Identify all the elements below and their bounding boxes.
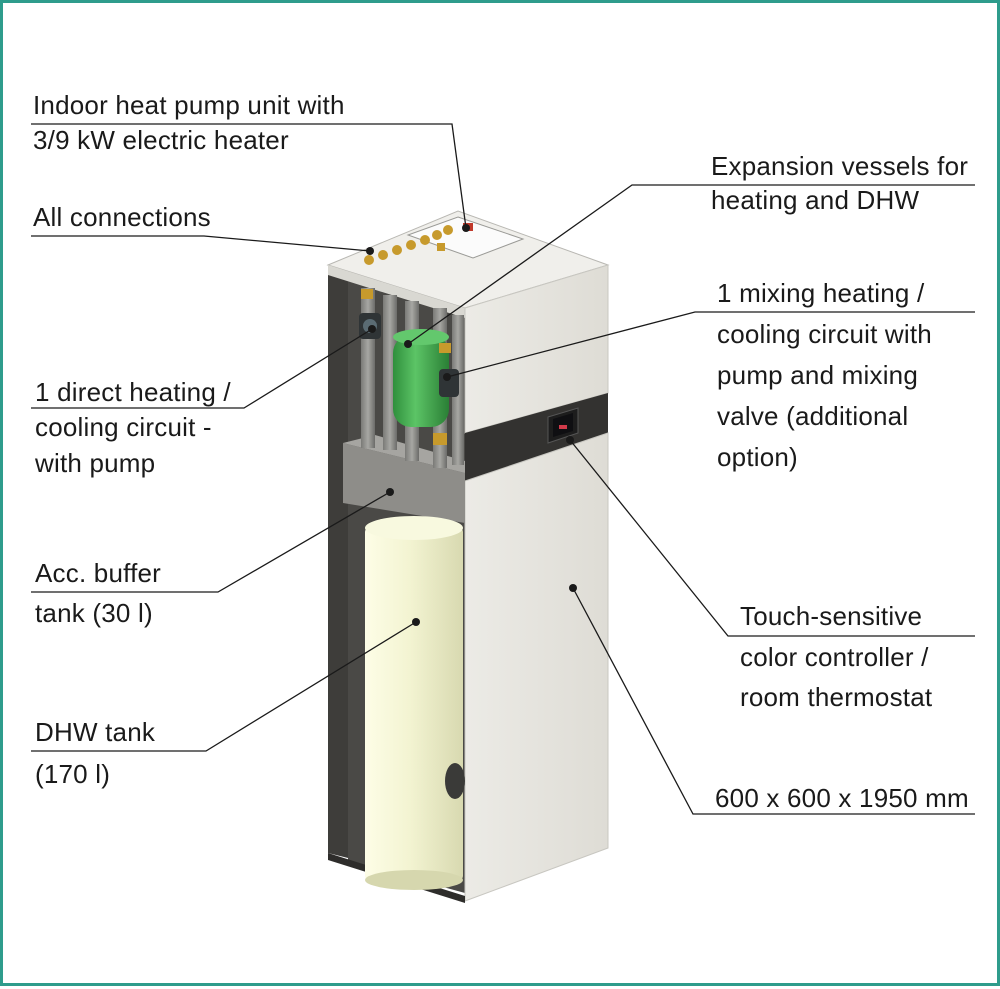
label-mixing-line5: option) — [717, 442, 798, 472]
label-indoor-unit-line2: 3/9 kW electric heater — [33, 125, 289, 155]
label-buffer-line1: Acc. buffer — [35, 558, 161, 588]
heat-pump-diagram: Indoor heat pump unit with 3/9 kW electr… — [31, 90, 975, 903]
label-mixing-line2: cooling circuit with — [717, 319, 932, 349]
label-direct-circuit: 1 direct heating / cooling circuit - wit… — [34, 377, 231, 478]
label-dhw-line1: DHW tank — [35, 717, 156, 747]
top-cover-panel — [406, 216, 525, 259]
leader-connections — [31, 235, 371, 252]
label-mixing-circuit: 1 mixing heating / cooling circuit with … — [717, 278, 932, 472]
label-buffer-tank: Acc. buffer tank (30 l) — [35, 558, 161, 628]
label-direct-line1: 1 direct heating / — [35, 377, 231, 407]
cabinet-left-wall — [328, 268, 348, 858]
label-expansion-line2: heating and DHW — [711, 185, 919, 215]
dhw-tank — [365, 516, 465, 890]
leader-buffer — [31, 491, 391, 593]
label-indoor-unit: Indoor heat pump unit with 3/9 kW electr… — [33, 90, 345, 155]
leader-direct — [31, 328, 373, 409]
leader-indoor-unit — [31, 123, 467, 229]
label-mixing-line3: pump and mixing — [717, 360, 918, 390]
leader-lines — [31, 123, 975, 815]
label-mixing-line1: 1 mixing heating / — [717, 278, 925, 308]
leader-expansion — [407, 184, 975, 345]
label-connections: All connections — [33, 202, 211, 232]
leader-dimensions — [572, 587, 975, 815]
label-dimensions-line1: 600 x 600 x 1950 mm — [715, 783, 969, 813]
label-connections-line1: All connections — [33, 202, 211, 232]
heat-pump-cabinet — [326, 210, 610, 903]
leader-controller — [569, 439, 975, 637]
label-controller-line1: Touch-sensitive — [740, 601, 922, 631]
front-lower-panel — [464, 432, 609, 902]
label-mixing-line4: valve (additional — [717, 401, 908, 431]
label-dimensions: 600 x 600 x 1950 mm — [715, 783, 969, 813]
leader-mixing — [446, 311, 975, 378]
label-expansion-line1: Expansion vessels for — [711, 151, 968, 181]
label-dhw-line2: (170 l) — [35, 759, 110, 789]
label-direct-line2: cooling circuit - — [35, 412, 212, 442]
label-buffer-line2: tank (30 l) — [35, 598, 153, 628]
label-controller-line2: color controller / — [740, 642, 929, 672]
cabinet-front-lip — [328, 265, 465, 318]
label-controller-line3: room thermostat — [740, 682, 933, 712]
leader-dhw — [31, 621, 417, 752]
label-expansion-vessels: Expansion vessels for heating and DHW — [711, 151, 968, 215]
label-controller: Touch-sensitive color controller / room … — [740, 601, 933, 712]
leader-dots — [366, 224, 577, 626]
touch-controller — [547, 407, 579, 444]
label-indoor-unit-line1: Indoor heat pump unit with — [33, 90, 345, 120]
label-direct-line3: with pump — [34, 448, 155, 478]
label-dhw-tank: DHW tank (170 l) — [35, 717, 156, 789]
buffer-tank-box — [343, 443, 465, 523]
